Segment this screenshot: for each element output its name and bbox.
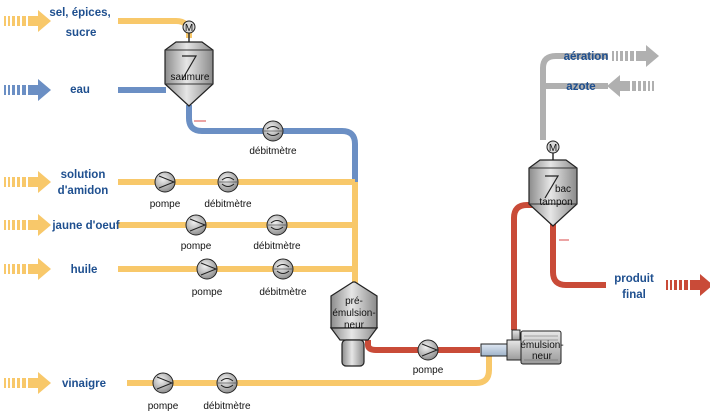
emulsifier-label-2: neur <box>532 351 553 362</box>
flowmeter-icon <box>216 372 238 394</box>
pump-label: pompe <box>150 199 181 210</box>
flowmeter-label: débitmètre <box>203 401 251 412</box>
egg-input-arrow <box>4 214 51 236</box>
flowmeter-icon <box>217 171 239 193</box>
nitrogen-label: azote <box>566 81 595 93</box>
pre-emulsifier-label-1: pré- <box>345 296 363 307</box>
product-pipe <box>550 224 606 288</box>
pump-label: pompe <box>413 365 444 376</box>
agitator-icon <box>181 55 198 81</box>
flowmeter-icon <box>262 120 284 142</box>
flowmeter-label: débitmètre <box>259 287 307 298</box>
pump-icon <box>154 171 176 193</box>
flowmeter-icon <box>266 214 288 236</box>
pump-label: pompe <box>192 287 223 298</box>
motor-icon <box>546 140 560 154</box>
pre-emulsion-pipe <box>365 340 480 353</box>
oil-label: huile <box>71 264 98 276</box>
salt-label-1: sel, épices, <box>49 7 110 19</box>
salt-pipe <box>118 18 192 38</box>
bac-tampon-tank: M bac tampon <box>528 140 578 227</box>
pump-label: pompe <box>181 241 212 252</box>
product-output-arrow <box>666 274 710 296</box>
starch-input-arrow <box>4 171 51 193</box>
bac-label-1: bac <box>555 184 571 195</box>
saumure-label: saumure <box>171 72 210 83</box>
brine-pipe <box>186 105 358 182</box>
product-label-1: produit <box>614 273 654 285</box>
pump-icon <box>196 258 218 280</box>
pre-emulsifier-label-3: neur <box>344 320 365 331</box>
vinegar-label: vinaigre <box>62 378 106 390</box>
bac-label-2: tampon <box>539 197 572 208</box>
vinegar-pipe <box>127 354 492 386</box>
motor-icon <box>182 20 196 34</box>
aeration-output-arrow <box>612 45 659 67</box>
agitator-icon <box>544 175 560 199</box>
nitrogen-input-arrow <box>607 75 654 97</box>
pre-emulsifier: pré- émulsion- neur <box>329 281 379 367</box>
starch-label-1: solution <box>61 169 106 181</box>
starch-label-2: d'amidon <box>58 185 109 197</box>
flowmeter-label: débitmètre <box>204 199 252 210</box>
pump-icon <box>417 339 439 361</box>
flowmeter-label: débitmètre <box>253 241 301 252</box>
pre-emulsifier-label-2: émulsion- <box>332 308 375 319</box>
gas-pipe <box>540 53 608 140</box>
saumure-tank: M saumure <box>164 20 214 107</box>
motor-label: M <box>549 143 557 154</box>
flow-arrows <box>4 10 710 394</box>
labels: sel, épices, sucre eau solution d'amidon… <box>49 7 654 390</box>
salt-label-2: sucre <box>66 27 97 39</box>
pump-label: pompe <box>148 401 179 412</box>
emulsifier-label-1: émulsion- <box>520 340 563 351</box>
emulsion-to-tank-pipe <box>511 202 534 330</box>
oil-input-arrow <box>4 258 51 280</box>
egg-label: jaune d'oeuf <box>51 220 119 232</box>
devices: débitmètre pompe débitmètre pompe débitmètre… <box>148 120 444 412</box>
water-label: eau <box>70 84 90 96</box>
salt-input-arrow <box>4 10 51 32</box>
pump-icon <box>185 214 207 236</box>
product-label-2: final <box>622 289 646 301</box>
flowmeter-icon <box>272 258 294 280</box>
emulsifier: émulsion- neur <box>480 329 564 365</box>
vinegar-input-arrow <box>4 372 51 394</box>
water-input-arrow <box>4 79 51 101</box>
flowmeter-label: débitmètre <box>249 146 297 157</box>
pump-icon <box>152 372 174 394</box>
aeration-label: aération <box>564 51 609 63</box>
motor-label: M <box>185 23 193 34</box>
